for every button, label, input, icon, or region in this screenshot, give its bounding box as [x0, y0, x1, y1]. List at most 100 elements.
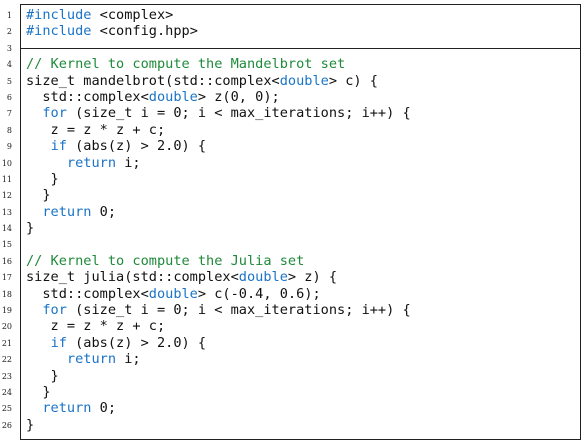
- line-number: 3: [6, 43, 12, 53]
- keyword-token: double: [148, 88, 198, 105]
- code-token: i;: [116, 154, 141, 171]
- code-line: 22 return i;: [0, 351, 584, 367]
- line-number: 17: [1, 273, 12, 283]
- keyword-token: return: [66, 351, 117, 368]
- code-line: 16 // Kernel to compute the Julia set: [0, 253, 584, 269]
- line-number: 14: [1, 224, 12, 234]
- code-line: 20 z = z * z + c;: [0, 318, 584, 334]
- code-line: 2#include <config.hpp>: [0, 23, 584, 39]
- code-token: }: [26, 187, 51, 204]
- code-text: z = z * z + c;: [26, 318, 166, 335]
- code-token: std::complex<: [26, 88, 149, 105]
- code-token: [26, 302, 42, 318]
- line-number: 25: [1, 404, 12, 414]
- line-number: 1: [6, 11, 12, 20]
- line-number: 24: [1, 387, 12, 397]
- code-text: return 0;: [26, 400, 116, 416]
- code-token: z = z * z + c;: [26, 318, 166, 335]
- code-text: }: [26, 220, 34, 236]
- code-listing: 1 #include <complex>2#include <config.hpp…: [0, 7, 584, 433]
- code-token: (size_t i = 0; i < max_iterations; i++) …: [66, 302, 411, 319]
- code-text: return 0;: [26, 204, 116, 220]
- code-token: (abs(z) > 2.0) {: [66, 334, 207, 351]
- code-text: // Kernel to compute the Julia set: [26, 253, 304, 269]
- code-line: 21 if (abs(z) > 2.0) {: [0, 335, 584, 351]
- line-number: 5: [6, 76, 12, 86]
- code-token: [26, 204, 42, 220]
- code-token: [26, 155, 67, 171]
- line-number: 9: [6, 142, 12, 152]
- keyword-token: double: [279, 72, 329, 89]
- code-text: for (size_t i = 0; i < max_iterations; i…: [26, 302, 411, 319]
- section-separator: [20, 47, 581, 49]
- code-token: (size_t i = 0; i < max_iterations; i++) …: [66, 105, 411, 122]
- comment-token: // Kernel to compute the Mandelbrot set: [26, 56, 346, 73]
- code-listing-frame: [20, 4, 581, 440]
- code-line: 26}: [0, 417, 584, 433]
- code-line: 24 }: [0, 384, 584, 400]
- code-token: std::complex<: [26, 285, 149, 302]
- code-line: 13 return 0;: [0, 204, 584, 220]
- code-text: if (abs(z) > 2.0) {: [26, 334, 207, 351]
- code-token: size_t mandelbrot(std::complex<: [26, 72, 280, 89]
- code-token: [26, 138, 51, 154]
- line-number: 8: [6, 125, 12, 135]
- keyword-token: double: [238, 269, 288, 286]
- code-text: }: [26, 384, 50, 400]
- code-line: 6 std::complex<double> z(0, 0);: [0, 89, 584, 105]
- keyword-token: double: [148, 285, 198, 302]
- code-token: [26, 335, 51, 351]
- line-number: 26: [1, 420, 12, 430]
- code-token: }: [26, 367, 59, 384]
- code-text: std::complex<double> c(-0.4, 0.6);: [26, 285, 320, 302]
- code-token: i;: [116, 351, 141, 368]
- line-number: 10: [1, 158, 12, 168]
- code-token: }: [26, 416, 35, 433]
- line-number: 23: [1, 371, 12, 381]
- code-line: 7 for (size_t i = 0; i < max_iterations;…: [0, 105, 584, 121]
- code-text: return i;: [26, 155, 141, 171]
- code-line: 23 }: [0, 368, 584, 384]
- code-token: (abs(z) > 2.0) {: [66, 138, 207, 155]
- code-token: size_t julia(std::complex<: [26, 269, 239, 286]
- code-token: > c) {: [328, 72, 378, 89]
- code-line: 25 return 0;: [0, 400, 584, 416]
- preprocessor-token: #include: [26, 23, 92, 40]
- line-number: 16: [1, 256, 12, 266]
- code-line: 5 size_t mandelbrot(std::complex<double> …: [0, 73, 584, 89]
- code-text: #include <complex>: [26, 7, 173, 23]
- code-line: 15: [0, 236, 584, 252]
- code-token: }: [26, 220, 35, 237]
- code-line: 9 if (abs(z) > 2.0) {: [0, 138, 584, 154]
- line-number: 20: [1, 322, 12, 332]
- code-line: 4 // Kernel to compute the Mandelbrot set: [0, 56, 584, 72]
- code-token: [26, 400, 42, 416]
- comment-token: // Kernel to compute the Julia set: [26, 252, 305, 269]
- code-line: 8 z = z * z + c;: [0, 122, 584, 138]
- code-line: 17 size_t julia(std::complex<double> z) {: [0, 269, 584, 285]
- line-number: 18: [1, 289, 12, 299]
- code-text: }: [26, 171, 59, 187]
- code-line: 1 #include <complex>: [0, 7, 584, 23]
- line-number: 19: [1, 306, 12, 316]
- keyword-token: if: [50, 138, 67, 155]
- code-token: z = z * z + c;: [26, 121, 166, 138]
- code-text: for (size_t i = 0; i < max_iterations; i…: [26, 105, 411, 122]
- code-line: 10 return i;: [0, 155, 584, 171]
- code-token: }: [26, 170, 59, 187]
- keyword-token: if: [50, 334, 67, 351]
- line-number: 22: [1, 355, 12, 365]
- code-token: [26, 351, 67, 367]
- code-token: <complex>: [91, 7, 174, 23]
- code-token: [26, 105, 42, 121]
- code-text: size_t mandelbrot(std::complex<double> c…: [26, 73, 378, 89]
- code-line: 11 }: [0, 171, 584, 187]
- keyword-token: for: [42, 302, 67, 319]
- line-number: 4: [6, 60, 12, 70]
- code-text: return i;: [26, 351, 141, 367]
- preprocessor-token: #include: [26, 7, 92, 23]
- code-line: 18 std::complex<double> c(-0.4, 0.6);: [0, 286, 584, 302]
- code-token: > z) {: [287, 269, 338, 286]
- code-text: }: [26, 368, 59, 384]
- line-number: 6: [6, 92, 12, 102]
